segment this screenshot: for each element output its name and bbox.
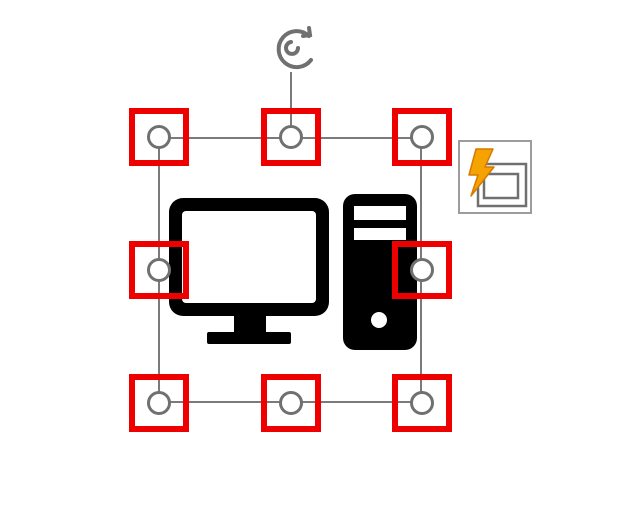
handle-circle: [279, 125, 303, 149]
resize-handle-middle-left[interactable]: [129, 241, 189, 299]
layout-options-button[interactable]: [458, 140, 532, 214]
resize-handle-bottom-right[interactable]: [392, 374, 452, 432]
rotate-handle[interactable]: [263, 22, 333, 78]
rotation-stem: [290, 72, 292, 138]
handle-circle: [147, 125, 171, 149]
resize-handle-top-left[interactable]: [129, 108, 189, 166]
handle-circle: [410, 391, 434, 415]
handle-circle: [279, 391, 303, 415]
handle-circle: [410, 258, 434, 282]
resize-handle-top-center[interactable]: [261, 108, 321, 166]
handle-circle: [147, 258, 171, 282]
resize-handle-bottom-left[interactable]: [129, 374, 189, 432]
resize-handle-middle-right[interactable]: [392, 241, 452, 299]
resize-handle-bottom-center[interactable]: [261, 374, 321, 432]
desktop-computer-icon[interactable]: [165, 190, 423, 350]
resize-handle-top-right[interactable]: [392, 108, 452, 166]
rotate-icon: [276, 26, 313, 70]
handle-circle: [147, 391, 171, 415]
lightning-layout-icon: [468, 148, 528, 208]
handle-circle: [410, 125, 434, 149]
